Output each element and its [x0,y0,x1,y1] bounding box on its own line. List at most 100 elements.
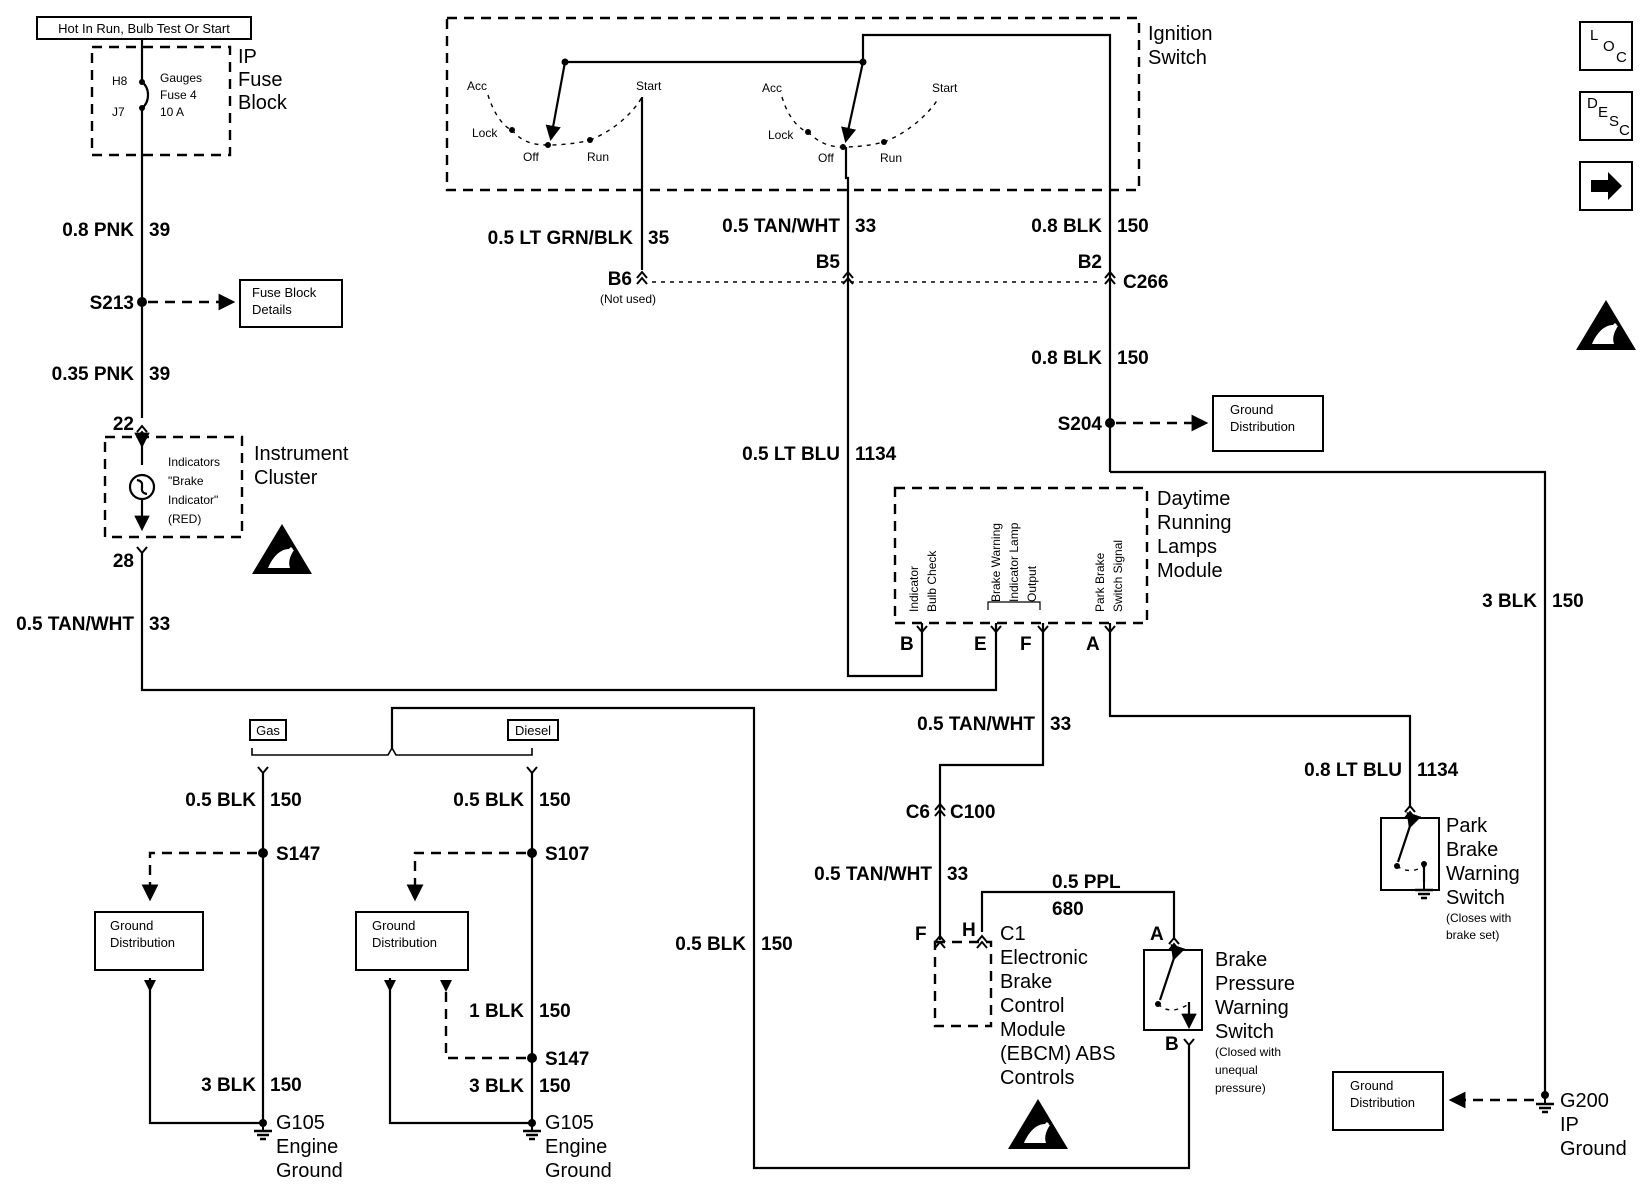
svg-text:33: 33 [149,614,170,635]
svg-text:150: 150 [270,1075,302,1096]
svg-text:0.8 LT BLU: 0.8 LT BLU [1304,760,1402,781]
svg-text:C6: C6 [906,802,930,823]
ground-g105-diesel: G105 Engine Ground [521,1112,612,1182]
svg-text:Lock: Lock [472,126,498,140]
svg-text:Daytime: Daytime [1157,488,1230,510]
svg-text:0.5 BLK: 0.5 BLK [675,934,746,955]
svg-text:0.8 PNK: 0.8 PNK [62,220,134,241]
svg-text:Brake: Brake [1215,949,1267,971]
connector-c266: B6 (Not used) B5 B2 C266 [600,252,1168,306]
svg-text:brake set): brake set) [1446,928,1499,942]
svg-text:Acc: Acc [762,81,782,95]
svg-text:S213: S213 [90,293,134,314]
svg-text:Warning: Warning [1215,997,1289,1019]
svg-text:F: F [915,924,927,945]
svg-text:Cluster: Cluster [254,467,318,489]
svg-text:(Closed with: (Closed with [1215,1045,1281,1059]
svg-text:0.5 LT GRN/BLK: 0.5 LT GRN/BLK [488,228,634,249]
svg-text:IP: IP [1560,1114,1579,1136]
svg-text:Module: Module [1157,560,1223,582]
svg-text:Instrument: Instrument [254,443,349,465]
svg-text:Distribution: Distribution [110,935,175,950]
svg-text:Indicators: Indicators [168,455,220,469]
svg-text:B: B [1165,1034,1179,1055]
svg-text:Brake: Brake [1000,971,1052,993]
svg-text:O: O [1603,38,1615,55]
instrument-cluster: 22 Indicators "Brake Indicator" (RED) In… [103,414,349,572]
ground-distribution-ref-diesel[interactable]: Ground Distribution [355,911,469,971]
svg-text:Run: Run [587,150,609,164]
ignition-switch: Ignition Switch Acc Lock Off Run Start A… [445,16,1213,192]
svg-text:Park Brake: Park Brake [1093,552,1107,612]
svg-text:Fuse Block: Fuse Block [252,285,317,300]
svg-text:Control: Control [1000,995,1064,1017]
svg-text:Module: Module [1000,1019,1066,1041]
svg-text:S147: S147 [545,1049,589,1070]
ground-g105-gas: G105 Engine Ground [252,1112,343,1182]
svg-text:B5: B5 [816,252,841,273]
splice-s213: S213 [90,293,236,314]
ground-g200: G200 IP Ground [1534,1090,1627,1160]
svg-text:(Not used): (Not used) [600,292,656,306]
svg-text:Ground: Ground [276,1160,343,1182]
ground-distribution-ref-g200[interactable]: Ground Distribution [1332,1071,1444,1131]
loc-button[interactable]: L O C [1579,21,1633,71]
desc-button[interactable]: D E S C [1579,91,1633,141]
svg-text:0.8 BLK: 0.8 BLK [1031,216,1102,237]
svg-text:B: B [900,634,914,655]
fuse-symbol [140,40,150,155]
svg-text:Output: Output [1025,565,1039,602]
svg-text:Details: Details [252,302,292,317]
svg-text:E: E [974,634,987,655]
svg-text:J7: J7 [112,105,125,119]
svg-text:33: 33 [855,216,876,237]
svg-text:22: 22 [113,414,134,435]
svg-text:E: E [1598,104,1608,121]
svg-text:Lock: Lock [768,128,794,142]
svg-text:(RED): (RED) [168,512,201,526]
svg-text:39: 39 [149,364,170,385]
svg-text:Diesel: Diesel [515,723,551,738]
svg-text:28: 28 [113,551,134,572]
svg-text:A: A [1150,924,1164,945]
svg-text:C: C [1619,122,1630,139]
svg-text:0.5 BLK: 0.5 BLK [185,790,256,811]
svg-text:F: F [1020,634,1032,655]
svg-text:Switch: Switch [1215,1021,1274,1043]
svg-text:150: 150 [1117,348,1149,369]
svg-text:L: L [1590,27,1598,44]
svg-text:Lamps: Lamps [1157,536,1217,558]
esd-warning-icon [1006,1097,1070,1151]
ground-distribution-ref-gas[interactable]: Ground Distribution [94,911,204,971]
svg-text:Start: Start [932,81,958,95]
svg-text:B6: B6 [608,269,632,290]
svg-text:G200: G200 [1560,1090,1609,1112]
svg-text:3 BLK: 3 BLK [201,1075,256,1096]
svg-text:Switch: Switch [1446,887,1505,909]
svg-text:(Closes with: (Closes with [1446,911,1511,925]
svg-text:Ignition: Ignition [1148,23,1213,45]
svg-text:3 BLK: 3 BLK [1482,591,1537,612]
svg-text:Switch Signal: Switch Signal [1111,540,1125,612]
svg-text:150: 150 [1552,591,1584,612]
engine-option-brace: Gas Diesel [249,706,1191,1170]
svg-text:H: H [962,920,976,941]
ground-distribution-ref-s204[interactable]: Ground Distribution [1212,395,1324,452]
svg-text:0.5 TAN/WHT: 0.5 TAN/WHT [917,714,1035,735]
svg-text:G105: G105 [276,1112,325,1134]
svg-text:pressure): pressure) [1215,1081,1266,1095]
fuse-block-details-ref[interactable]: Fuse Block Details [239,279,343,328]
arrow-right-icon[interactable] [1579,161,1633,211]
drl-module: Daytime Running Lamps Module Indicator B… [893,486,1232,655]
svg-text:150: 150 [539,1076,571,1097]
svg-text:Ground: Ground [372,918,415,933]
svg-text:0.5 TAN/WHT: 0.5 TAN/WHT [814,864,932,885]
svg-text:unequal: unequal [1215,1063,1258,1077]
svg-text:Hot In Run, Bulb Test Or Start: Hot In Run, Bulb Test Or Start [58,21,230,36]
svg-text:C266: C266 [1123,272,1168,293]
splice-s147-gas: S147 [141,844,320,902]
svg-text:Engine: Engine [545,1136,607,1158]
svg-text:Off: Off [523,150,539,164]
svg-text:0.5 TAN/WHT: 0.5 TAN/WHT [722,216,840,237]
svg-text:Gas: Gas [256,723,280,738]
